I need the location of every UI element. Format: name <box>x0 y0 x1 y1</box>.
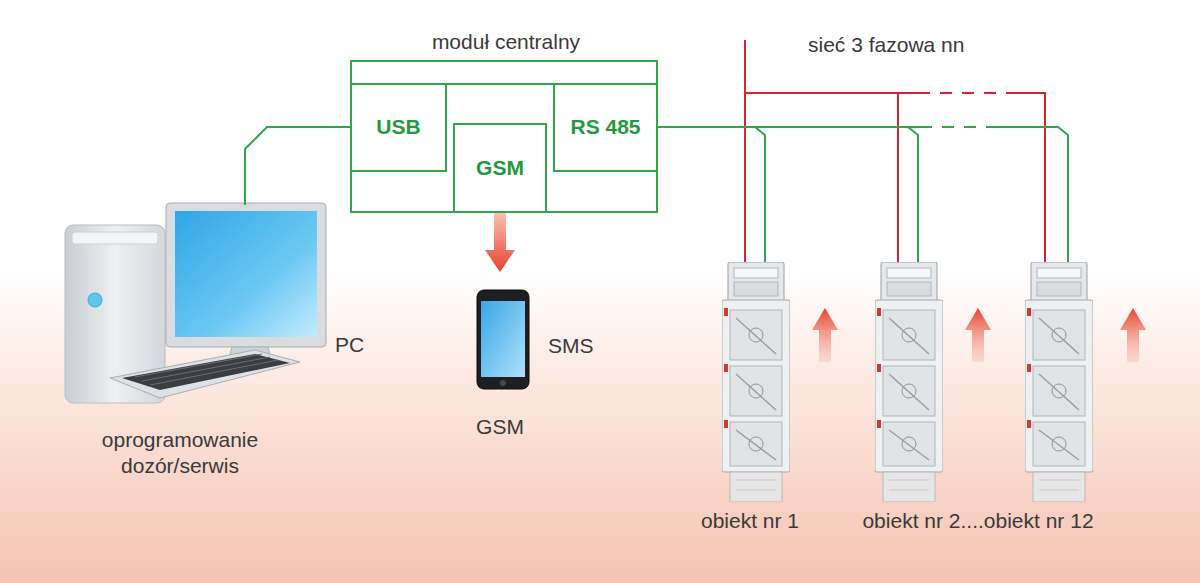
module-heading: moduł centralny <box>332 29 680 55</box>
sms-arrow <box>485 213 515 272</box>
rs485-bus <box>658 127 1068 262</box>
object-label: obiekt nr 1 <box>690 508 810 534</box>
central-module: moduł centralnyUSBGSMRS 485 <box>350 60 658 213</box>
monitored-object: obiekt nr 1 <box>690 262 810 540</box>
gsm-modem-box: GSM <box>453 123 547 213</box>
rs485-bus <box>658 127 765 262</box>
fuse-switch-devices <box>722 262 1093 502</box>
software-label: oprogramowanie dozór/serwis <box>90 427 270 480</box>
monitored-object-group: obiekt nr 2....obiekt nr 12 <box>828 262 1128 540</box>
three-phase-network <box>745 40 1045 262</box>
port-name: USB <box>376 114 420 140</box>
object-label: obiekt nr 2....obiekt nr 12 <box>828 508 1128 534</box>
pc-workstation: PC oprogramowanie dozór/serwis <box>60 205 370 480</box>
message-label: SMS <box>548 333 594 359</box>
mobile-phone: SMS GSM <box>440 272 600 448</box>
module-divider <box>445 83 553 85</box>
phone-illustration <box>477 290 529 389</box>
pc-illustration <box>65 203 326 403</box>
usb-cable <box>245 127 350 205</box>
network-label: GSM <box>440 414 560 440</box>
measurement-arrows <box>812 308 1146 362</box>
usb-port-box: USB <box>350 83 447 172</box>
network-label: sieć 3 fazowa nn <box>808 32 964 58</box>
port-name: GSM <box>476 155 524 181</box>
port-name: RS 485 <box>570 114 640 140</box>
rs485-port-box: RS 485 <box>553 83 658 172</box>
device-label: PC <box>335 332 364 358</box>
